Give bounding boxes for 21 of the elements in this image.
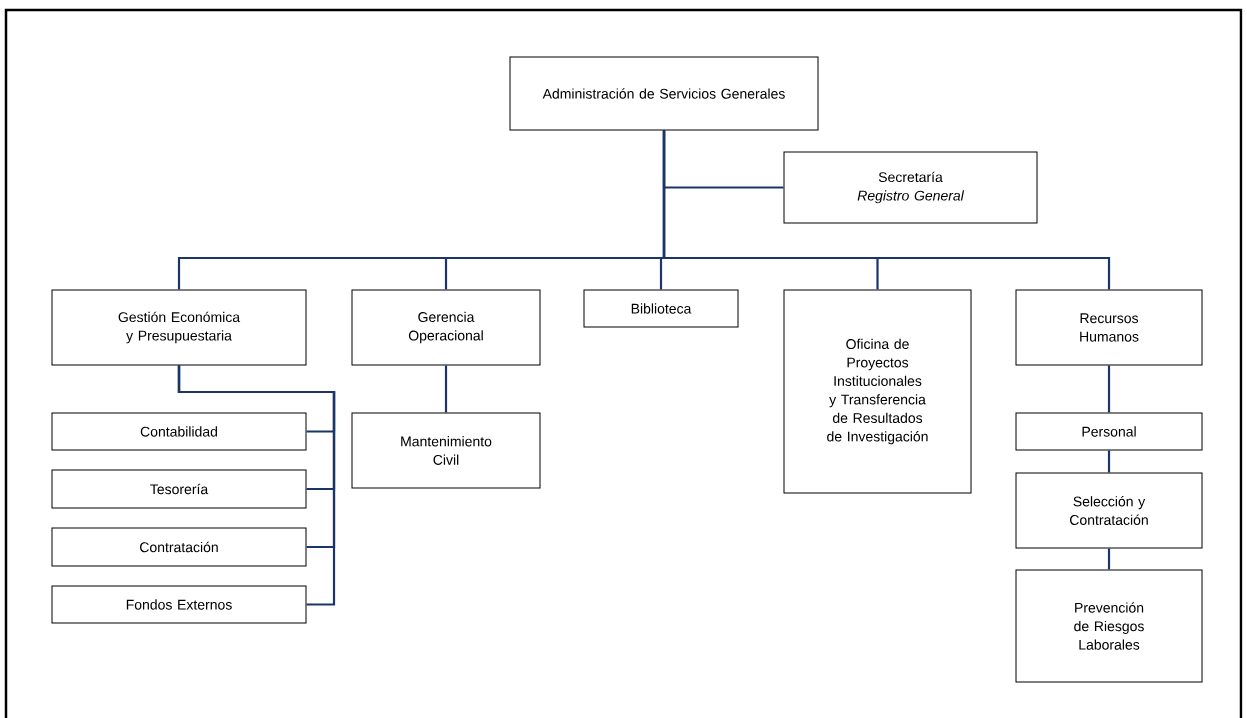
org-box: Mantenimiento Civil xyxy=(351,412,541,489)
org-box: Gestión Económica y Presupuestaria xyxy=(51,289,307,366)
org-box: Recursos Humanos xyxy=(1015,289,1203,366)
org-box: Selección y Contratación xyxy=(1015,472,1203,549)
connector-line xyxy=(1107,548,1111,570)
connector-line xyxy=(444,365,448,413)
org-box: Gerencia Operacional xyxy=(351,289,541,366)
org-box: Contratación xyxy=(51,527,307,567)
org-box: Secretaría Registro General xyxy=(783,151,1038,224)
org-box: Biblioteca xyxy=(583,289,739,328)
connector-line xyxy=(1107,365,1111,413)
org-box: Contabilidad xyxy=(51,412,307,451)
org-box: Tesorería xyxy=(51,469,307,509)
connector-line xyxy=(177,365,336,606)
org-box: Oficina de Proyectos Institucionales y Transferencia de Resultados de Investigación xyxy=(783,289,972,494)
connector-line xyxy=(1107,450,1111,473)
org-box: Personal xyxy=(1015,412,1203,451)
org-box: Fondos Externos xyxy=(51,585,307,624)
org-box: Prevención de Riesgos Laborales xyxy=(1015,569,1203,683)
org-box: Administración de Servicios Generales xyxy=(509,56,819,131)
connector-line xyxy=(662,130,1111,290)
